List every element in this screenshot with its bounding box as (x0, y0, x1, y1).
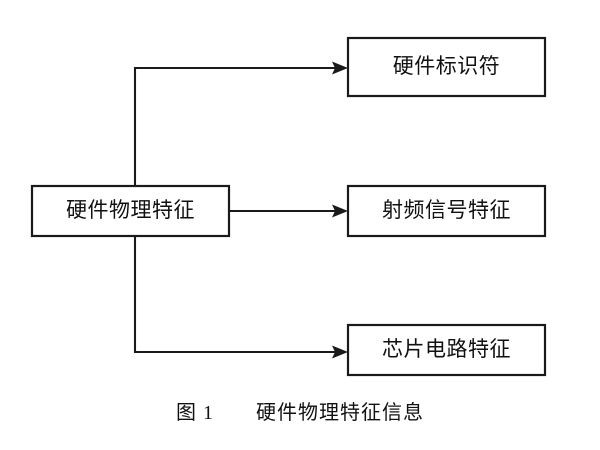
node-box-chip-circuit-feature[interactable] (346, 323, 547, 377)
node-label-chip-circuit-feature: 芯片电路特征 (382, 337, 511, 361)
node-box-hardware-identifier[interactable] (346, 36, 547, 98)
arrow-head-middle (332, 204, 348, 218)
node-hardware-physical-feature[interactable]: 硬件物理特征 (30, 184, 231, 238)
node-box-rf-signal-feature[interactable] (346, 184, 547, 238)
node-hardware-identifier[interactable]: 硬件标识符 (346, 36, 547, 98)
edge-to-rf-signal-feature (229, 204, 348, 218)
arrow-head-top (332, 61, 348, 75)
edges-group (133, 61, 348, 359)
figure-caption: 图 1 硬件物理特征信息 (176, 402, 424, 424)
edge-to-hardware-identifier (133, 61, 348, 186)
node-label-hardware-identifier: 硬件标识符 (393, 54, 501, 78)
edge-line-top (133, 66, 340, 186)
node-label-source: 硬件物理特征 (66, 198, 195, 222)
node-rf-signal-feature[interactable]: 射频信号特征 (346, 184, 547, 238)
node-chip-circuit-feature[interactable]: 芯片电路特征 (346, 323, 547, 377)
edge-line-bottom (133, 236, 340, 354)
node-box-source[interactable] (30, 184, 231, 238)
node-label-rf-signal-feature: 射频信号特征 (382, 198, 511, 222)
arrow-head-bottom (332, 345, 348, 359)
edge-to-chip-circuit-feature (133, 236, 348, 359)
